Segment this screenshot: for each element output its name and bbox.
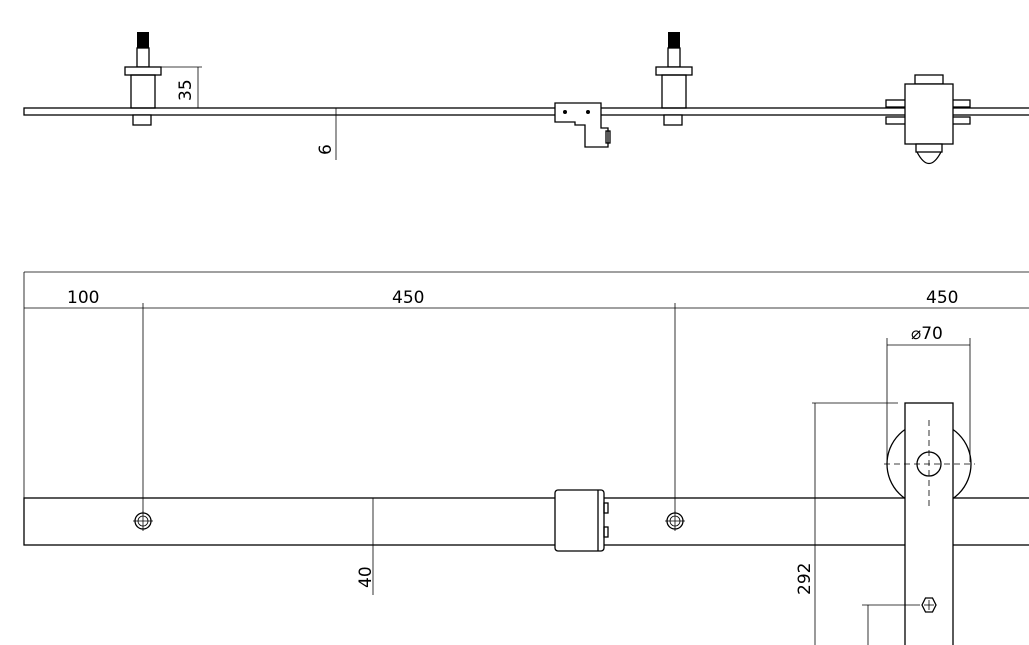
dimension-40: 40	[356, 498, 376, 595]
dimension-diameter-70: ⌀70	[886, 324, 971, 462]
dim-label-6: 6	[316, 144, 336, 155]
mounting-hole-1	[133, 511, 153, 531]
dim-label-35: 35	[176, 79, 196, 101]
wall-spacer-2	[655, 32, 693, 126]
rail-front	[23, 497, 1029, 546]
dim-label-450-b: 450	[926, 288, 958, 308]
dim-label-diameter-70: ⌀70	[911, 324, 943, 344]
dimension-292: 292	[795, 402, 898, 645]
mounting-hole-2	[665, 511, 685, 531]
dim-label-100: 100	[67, 288, 99, 308]
wall-spacer-1	[124, 32, 162, 126]
dim-label-292: 292	[795, 563, 815, 595]
dim-label-450-a: 450	[392, 288, 424, 308]
hex-bolt	[921, 597, 937, 613]
rail-joint-bracket	[554, 102, 611, 148]
bolt-dimension	[862, 604, 920, 645]
rail-connector	[554, 489, 609, 552]
roller-carriage	[885, 74, 971, 165]
dim-label-40: 40	[356, 566, 376, 588]
rail-top	[23, 107, 1029, 116]
front-view: 100 450 450 40	[23, 271, 1029, 645]
dimension-6: 6	[316, 108, 337, 160]
dimension-35: 35	[161, 66, 202, 108]
top-view: 35 6	[23, 32, 1029, 165]
